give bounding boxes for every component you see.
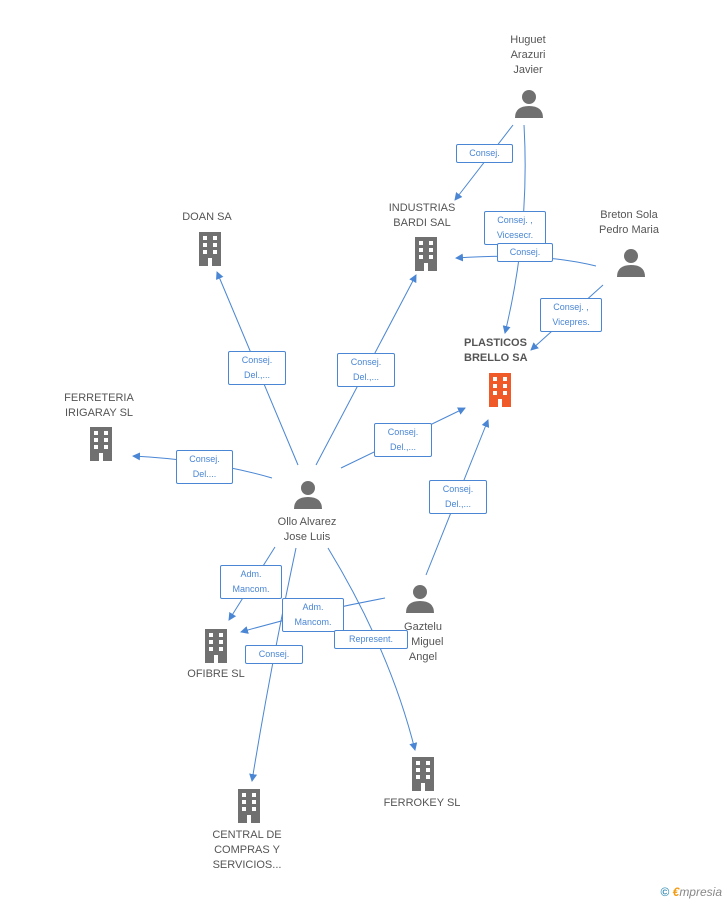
brand-logo-text: mpresia	[679, 885, 722, 899]
node-label-breton[interactable]: Breton Sola Pedro Maria	[599, 209, 659, 236]
node-label-huguet[interactable]: Huguet Arazuri Javier	[510, 34, 546, 76]
edge-ollo-ferrokey	[327, 547, 418, 751]
person-icon-gaztelu[interactable]	[405, 584, 435, 619]
edge-label-gaztelu-plasticos[interactable]: Consej. Del.,...	[429, 480, 487, 514]
node-label-industrias[interactable]: INDUSTRIAS BARDI SAL	[388, 202, 456, 229]
building-icon	[205, 629, 227, 663]
edge-label-breton-plasticos[interactable]: Consej. , Vicepres.	[540, 298, 602, 332]
building-icon	[199, 232, 221, 266]
person-icon	[515, 90, 543, 118]
edge-label-huguet-plasticos[interactable]: Consej. , Vicesecr.	[484, 211, 546, 245]
edge-label-ollo-ofibre[interactable]: Adm. Mancom.	[220, 565, 282, 599]
building-icon	[238, 789, 260, 823]
edge-label-gaztelu-ofibre[interactable]: Adm. Mancom.	[282, 598, 344, 632]
person-icon-huguet[interactable]	[514, 89, 544, 124]
node-label-plasticos[interactable]: PLASTICOS BRELLO SA	[464, 337, 528, 364]
building-icon-plasticos[interactable]	[485, 373, 515, 412]
node-label-ofibre[interactable]: OFIBRE SL	[187, 668, 245, 680]
edge-ollo-central	[249, 547, 297, 782]
brand-footer[interactable]: © €mpresia	[660, 885, 722, 899]
building-icon	[90, 427, 112, 461]
edge-label-ollo-central[interactable]: Consej.	[245, 645, 303, 664]
building-icon-industrias[interactable]	[411, 237, 441, 276]
node-label-ferrokey[interactable]: FERROKEY SL	[383, 797, 461, 809]
person-icon	[294, 481, 322, 509]
node-label-ferreteria[interactable]: FERRETERIA IRIGARAY SL	[64, 392, 134, 419]
edge-label-huguet-industrias[interactable]: Consej.	[456, 144, 513, 163]
edge-label-breton-industrias[interactable]: Consej.	[497, 243, 553, 262]
person-icon	[406, 585, 434, 613]
building-icon	[415, 237, 437, 271]
building-icon-ferrokey[interactable]	[408, 757, 438, 796]
person-icon	[617, 249, 645, 277]
node-label-doan[interactable]: DOAN SA	[182, 211, 232, 223]
copyright-icon: ©	[660, 885, 670, 899]
person-icon-ollo[interactable]	[293, 480, 323, 515]
building-icon-ofibre[interactable]	[201, 629, 231, 668]
brand-logo-e: €	[672, 885, 680, 899]
edge-label-ollo-ferreteria[interactable]: Consej. Del....	[176, 450, 233, 484]
building-icon-doan[interactable]	[195, 232, 225, 271]
building-icon-ferreteria[interactable]	[86, 427, 116, 466]
edge-label-ollo-doan[interactable]: Consej. Del.,...	[228, 351, 286, 385]
node-label-ollo[interactable]: Ollo Alvarez Jose Luis	[277, 516, 337, 543]
edge-label-ollo-ferrokey[interactable]: Represent.	[334, 630, 408, 649]
edge-label-ollo-industrias[interactable]: Consej. Del.,...	[337, 353, 395, 387]
building-icon	[412, 757, 434, 791]
building-icon	[489, 373, 511, 407]
person-icon-breton[interactable]	[616, 248, 646, 283]
edge-label-ollo-plasticos[interactable]: Consej. Del.,...	[374, 423, 432, 457]
node-label-central[interactable]: CENTRAL DE COMPRAS Y SERVICIOS...	[212, 829, 282, 871]
building-icon-central[interactable]	[234, 789, 264, 828]
